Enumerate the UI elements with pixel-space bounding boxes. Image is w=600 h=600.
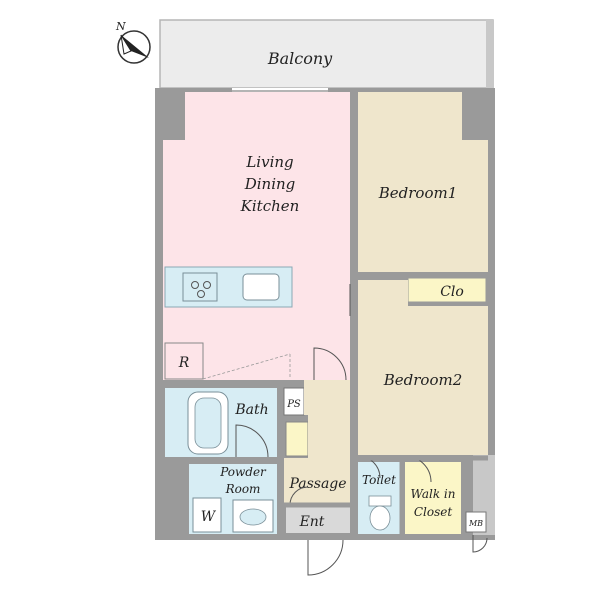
bedroom2-label: Bedroom2 [383,371,463,389]
ldk-label-kitchen: Kitchen [240,197,300,215]
entrance: Ent [286,507,350,533]
bedroom1-label: Bedroom1 [378,184,458,202]
bath-door-icon [235,424,269,458]
north-label: N [115,20,126,33]
toilet-label: Toilet [362,473,396,487]
bedroom-1: Bedroom1 [358,92,488,272]
ldk-window [232,88,328,92]
toilet-bowl-icon [369,505,391,531]
clo-label: Clo [440,284,464,300]
kitchen-counter [164,266,293,308]
north-arrow-icon: N [115,20,151,64]
stove-burner-icon [191,281,199,289]
walk-in-closet: Walk in Closet [405,462,461,534]
refrigerator-label: R [178,355,190,371]
entrance-door-icon [307,539,344,576]
meter-box: MB [465,511,487,533]
ldk-label-dining: Dining [244,175,296,193]
kitchen-sink-icon [242,273,280,301]
mb-door-icon [472,535,488,553]
refrigerator-space: R [164,342,291,380]
toilet-room: Toilet [358,462,400,534]
pipe-space: PS [283,387,305,416]
powder-label-1: Powder [219,465,267,479]
walkin-label-1: Walk in [411,487,456,501]
washer-label: W [201,509,217,525]
powder-room: Powder Room W [189,464,277,534]
toilet-tank-icon [368,495,392,507]
stove-burner-icon [203,281,211,289]
balcony-label: Balcony [267,49,333,68]
bath-label: Bath [234,402,268,418]
ldk-door-icon [313,347,347,381]
passage-label: Passage [288,476,346,492]
mb-label: MB [468,519,483,528]
powder-label-2: Room [225,482,261,496]
ps-label: PS [286,399,301,410]
walkin-label-2: Closet [414,505,453,519]
washer-space [192,497,222,533]
entrance-label: Ent [299,514,325,530]
clo-closet: Clo [407,277,487,303]
balcony-area: Balcony [159,19,494,89]
bedroom-2: Bedroom2 [358,280,488,455]
stove-burner-icon [197,290,205,298]
bath-room: Bath [165,388,277,457]
shoe-storage [285,421,309,457]
living-dining-kitchen: Living Dining Kitchen [163,92,350,380]
ldk-label-living: Living [245,153,293,171]
interior-walls [163,92,488,536]
